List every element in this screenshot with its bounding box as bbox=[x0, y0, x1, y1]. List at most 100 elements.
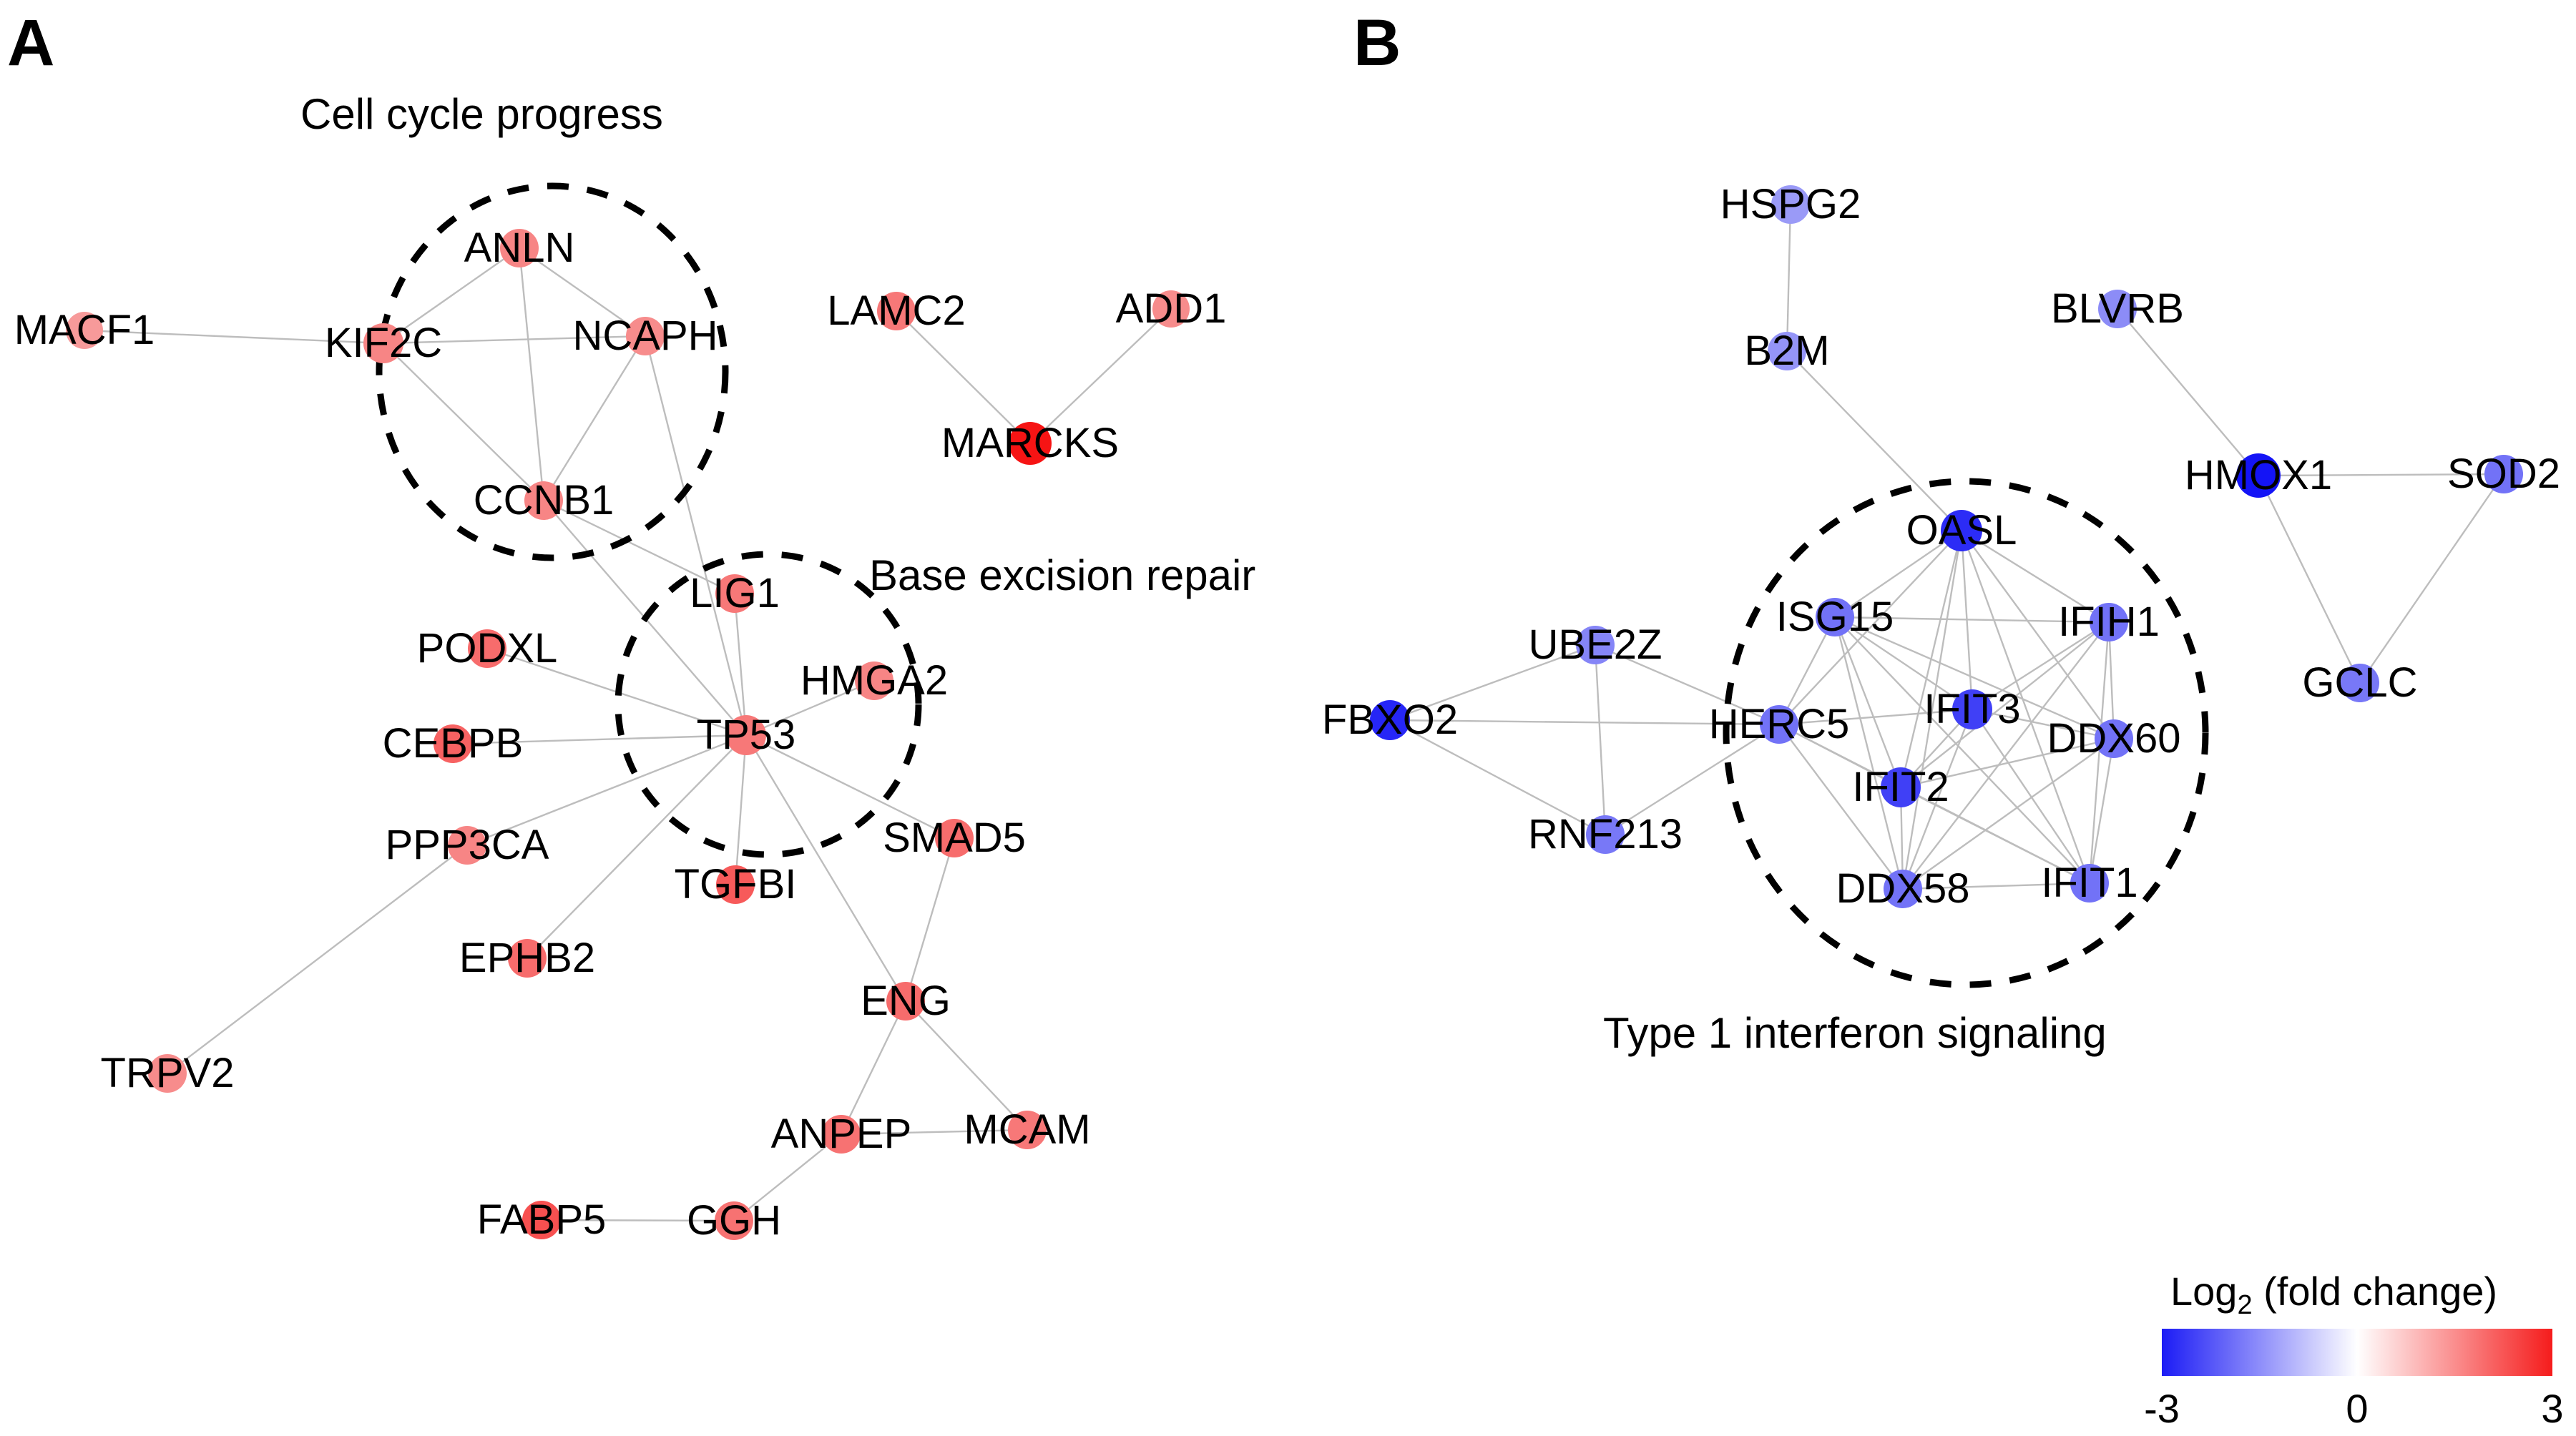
network-node-ephb2[interactable] bbox=[508, 939, 547, 978]
edge-DDX58-IFIT1 bbox=[1902, 882, 2090, 890]
edge-IFIT2-IFIH1 bbox=[1900, 621, 2110, 788]
edge-FBXO2-UBE2Z bbox=[1389, 644, 1596, 722]
network-node-macf1[interactable] bbox=[66, 312, 103, 349]
network-node-ifit3[interactable] bbox=[1952, 689, 1992, 729]
edge-RNF213-HERC5 bbox=[1605, 723, 1780, 836]
edge-CCNB1-LIG1 bbox=[543, 499, 735, 595]
legend-title-subscript: 2 bbox=[2237, 1290, 2253, 1320]
edge-ANLN-NCAPH bbox=[519, 247, 646, 337]
colorbar-tick-mid: 0 bbox=[2346, 1386, 2369, 1431]
edge-OASL-IFIT1 bbox=[1960, 530, 2091, 884]
panel-letter-b: B bbox=[1353, 6, 1401, 79]
cluster-outline-cell-cycle-circle bbox=[376, 182, 729, 561]
network-node-lig1[interactable] bbox=[715, 574, 754, 613]
edge-NCAPH-CCNB1 bbox=[542, 335, 647, 501]
network-node-ifit1[interactable] bbox=[2070, 864, 2109, 903]
network-node-fabp5[interactable] bbox=[522, 1201, 561, 1239]
network-node-oasl[interactable] bbox=[1941, 510, 1982, 551]
network-node-tgfbi[interactable] bbox=[716, 865, 755, 904]
edge-IFIT2-IFIT1 bbox=[1900, 786, 2090, 885]
network-node-eng[interactable] bbox=[886, 982, 925, 1021]
network-node-ifit2[interactable] bbox=[1881, 767, 1921, 807]
legend-title: Log2 (fold change) bbox=[2170, 1269, 2497, 1319]
network-node-fbxo2[interactable] bbox=[1370, 700, 1410, 740]
edge-ANPEP-MCAM bbox=[841, 1128, 1028, 1136]
nodes-layer bbox=[66, 185, 2523, 1240]
edge-KIF2C-ANLN bbox=[383, 247, 520, 344]
network-node-ddx58[interactable] bbox=[1884, 870, 1922, 908]
network-node-cebpb[interactable] bbox=[434, 724, 472, 763]
cluster-caption-cell-cycle: Cell cycle progress bbox=[300, 90, 663, 138]
network-node-ppp3ca[interactable] bbox=[448, 826, 486, 865]
edge-IFIH1-IFIT1 bbox=[2088, 621, 2110, 884]
edge-TP53-ENG bbox=[745, 734, 907, 1002]
network-node-isg15[interactable] bbox=[1816, 598, 1854, 636]
edge-ISG15-HERC5 bbox=[1778, 616, 1836, 725]
network-node-ncaph[interactable] bbox=[626, 317, 665, 355]
edge-ADD1-MARCKS bbox=[1029, 308, 1172, 444]
network-node-marcks[interactable] bbox=[1009, 422, 1052, 465]
edge-DDX60-DDX58 bbox=[1902, 738, 2115, 890]
network-node-ccnb1[interactable] bbox=[524, 481, 563, 520]
edge-MACF1-KIF2C bbox=[84, 329, 384, 345]
edge-PPP3CA-TRPV2 bbox=[167, 845, 468, 1074]
edge-FBXO2-RNF213 bbox=[1389, 719, 1606, 836]
network-node-tp53[interactable] bbox=[726, 715, 766, 755]
edge-OASL-ISG15 bbox=[1834, 530, 1962, 618]
edge-HMOX1-SOD2 bbox=[2258, 473, 2504, 477]
cluster-outline-ber-circle bbox=[614, 551, 922, 858]
network-node-lamc2[interactable] bbox=[877, 292, 916, 330]
edge-LAMC2-MARCKS bbox=[896, 310, 1031, 444]
edge-LIG1-TP53 bbox=[733, 593, 748, 736]
network-node-kif2c[interactable] bbox=[363, 323, 403, 363]
network-node-ddx60[interactable] bbox=[2095, 719, 2133, 758]
network-node-trpv2[interactable] bbox=[148, 1054, 187, 1093]
edge-IFIT3-IFIT1 bbox=[1972, 709, 2090, 884]
network-node-hmox1[interactable] bbox=[2236, 453, 2281, 498]
edge-HERC5-IFIT3 bbox=[1778, 708, 1973, 726]
edge-ISG15-IFIH1 bbox=[1834, 616, 2110, 624]
network-node-mcam[interactable] bbox=[1008, 1111, 1047, 1149]
edges-layer bbox=[84, 204, 2504, 1222]
edge-HMOX1-GCLC bbox=[2257, 475, 2361, 684]
network-node-blvrb[interactable] bbox=[2098, 290, 2137, 328]
colorbar-gradient bbox=[2162, 1329, 2552, 1376]
edge-OASL-DDX60 bbox=[1961, 530, 2115, 739]
network-node-ifih1[interactable] bbox=[2090, 603, 2128, 641]
network-node-ube2z[interactable] bbox=[1576, 626, 1615, 664]
legend-title-main: Log bbox=[2170, 1269, 2238, 1314]
edge-ISG15-IFIT2 bbox=[1833, 616, 1902, 788]
network-node-rnf213[interactable] bbox=[1586, 815, 1625, 854]
network-node-gclc[interactable] bbox=[2341, 664, 2379, 702]
edge-TP53-HMGA2 bbox=[745, 679, 875, 737]
edge-ENG-MCAM bbox=[905, 1000, 1028, 1131]
network-node-smad5[interactable] bbox=[935, 819, 974, 857]
network-node-anln[interactable] bbox=[500, 229, 539, 267]
cluster-caption-base-excision-repair: Base excision repair bbox=[869, 551, 1256, 599]
colorbar-tick-min: -3 bbox=[2144, 1386, 2180, 1431]
network-node-hspg2[interactable] bbox=[1771, 185, 1810, 224]
edge-ISG15-IFIT3 bbox=[1834, 616, 1973, 710]
edge-TP53-TGFBI bbox=[734, 734, 748, 885]
network-node-add1[interactable] bbox=[1152, 290, 1190, 328]
network-node-sod2[interactable] bbox=[2484, 455, 2523, 493]
network-node-podxl[interactable] bbox=[468, 629, 506, 668]
edge-ISG15-IFIT1 bbox=[1834, 616, 2090, 884]
edge-HSPG2-B2M bbox=[1786, 204, 1792, 352]
edge-ANLN-CCNB1 bbox=[518, 247, 545, 501]
edge-FABP5-GGH bbox=[541, 1219, 735, 1222]
network-node-hmga2[interactable] bbox=[855, 662, 893, 700]
network-node-herc5[interactable] bbox=[1760, 705, 1798, 744]
network-node-b2m[interactable] bbox=[1768, 332, 1806, 370]
network-node-anpep[interactable] bbox=[822, 1115, 861, 1154]
network-node-ggh[interactable] bbox=[715, 1201, 753, 1240]
edge-B2M-OASL bbox=[1786, 350, 1962, 531]
edge-ISG15-DDX58 bbox=[1833, 616, 1904, 890]
edge-SMAD5-ENG bbox=[904, 837, 956, 1002]
edge-TP53-CEBPB bbox=[452, 734, 747, 745]
edge-TP53-EPHB2 bbox=[527, 734, 747, 959]
edge-OASL-HERC5 bbox=[1778, 530, 1962, 725]
cluster-outline-interferon-circle bbox=[1723, 478, 2209, 988]
